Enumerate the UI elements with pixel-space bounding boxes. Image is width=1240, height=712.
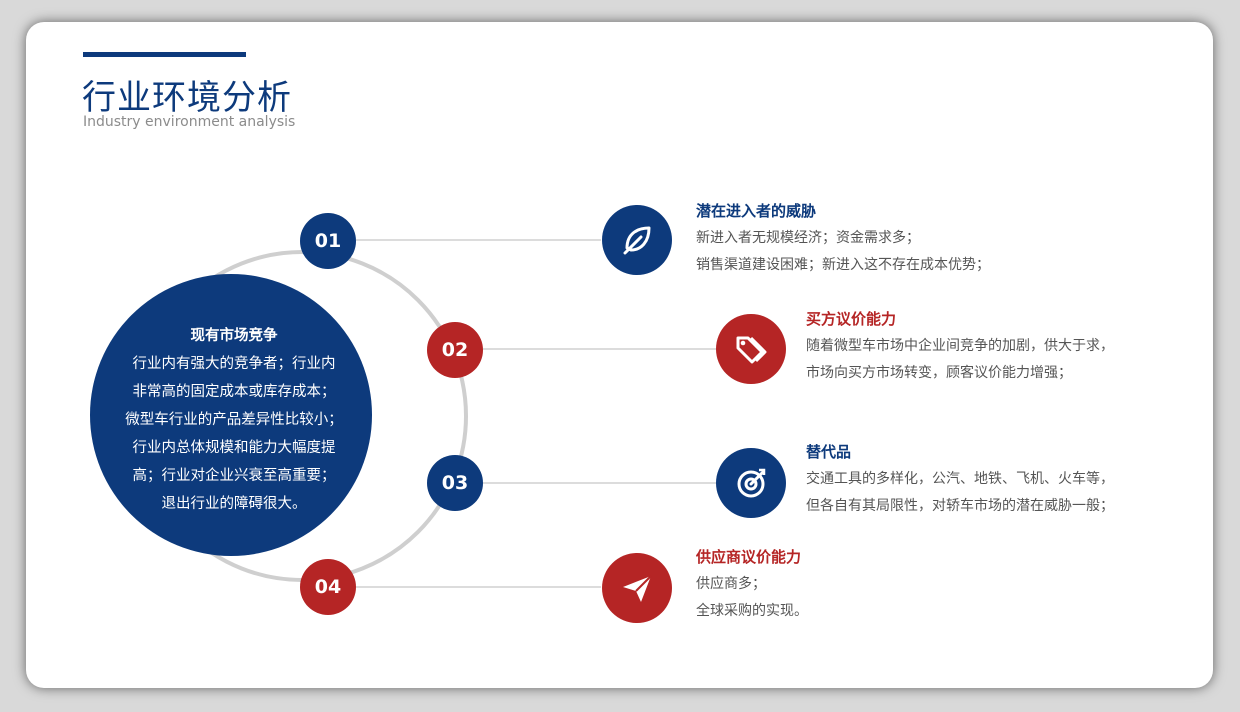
paper-plane-icon: [623, 575, 652, 602]
slide: 行业环境分析 Industry environment analysis 现有市…: [26, 22, 1213, 688]
item-line-03-1: 交通工具的多样化，公汽、地铁、飞机、火车等，: [806, 471, 1114, 487]
icon-circle-02: [716, 314, 786, 384]
center-line: 非常高的固定成本或库存成本；: [132, 384, 336, 400]
icon-circle-03: [716, 448, 786, 518]
item-line-03-2: 但各自有其局限性，对轿车市场的潜在威胁一般；: [806, 498, 1114, 514]
item-line-02-2: 市场向买方市场转变，顾客议价能力增强；: [806, 365, 1072, 381]
center-line: 高；行业对企业兴衰至高重要；: [132, 468, 336, 484]
tags-icon: [736, 336, 767, 364]
center-line: 微型车行业的产品差异性比较小；: [125, 412, 343, 428]
center-title: 现有市场竞争: [190, 328, 278, 344]
center-line: 退出行业的障碍很大。: [161, 496, 307, 512]
leaf-icon: [623, 226, 651, 255]
item-line-01-2: 销售渠道建设困难；新进入这不存在成本优势；: [696, 257, 990, 273]
title-accent-bar: [83, 52, 246, 57]
item-line-04-2: 全球采购的实现。: [696, 603, 808, 619]
number-badge-02: 02: [427, 322, 483, 378]
item-title-03: 替代品: [806, 443, 852, 461]
item-title-04: 供应商议价能力: [696, 548, 802, 566]
center-line: 行业内总体规模和能力大幅度提: [132, 440, 336, 456]
item-title-02: 买方议价能力: [806, 310, 897, 328]
number-badge-01: 01: [300, 213, 356, 269]
center-line: 行业内有强大的竞争者；行业内: [132, 356, 336, 372]
center-text-block: 现有市场竞争 行业内有强大的竞争者；行业内 非常高的固定成本或库存成本； 微型车…: [108, 322, 360, 518]
number-badge-03: 03: [427, 455, 483, 511]
page-subtitle: Industry environment analysis: [83, 114, 296, 130]
target-icon: [737, 468, 766, 498]
item-line-02-1: 随着微型车市场中企业间竞争的加剧，供大于求，: [806, 338, 1114, 354]
center-circle: [90, 274, 372, 556]
page-title: 行业环境分析: [82, 78, 292, 118]
item-title-01: 潜在进入者的威胁: [696, 202, 817, 220]
item-line-01-1: 新进入者无规模经济；资金需求多；: [696, 230, 920, 246]
item-line-04-1: 供应商多；: [696, 576, 766, 592]
icon-circle-01: [602, 205, 672, 275]
icon-circle-04: [602, 553, 672, 623]
number-badge-04: 04: [300, 559, 356, 615]
